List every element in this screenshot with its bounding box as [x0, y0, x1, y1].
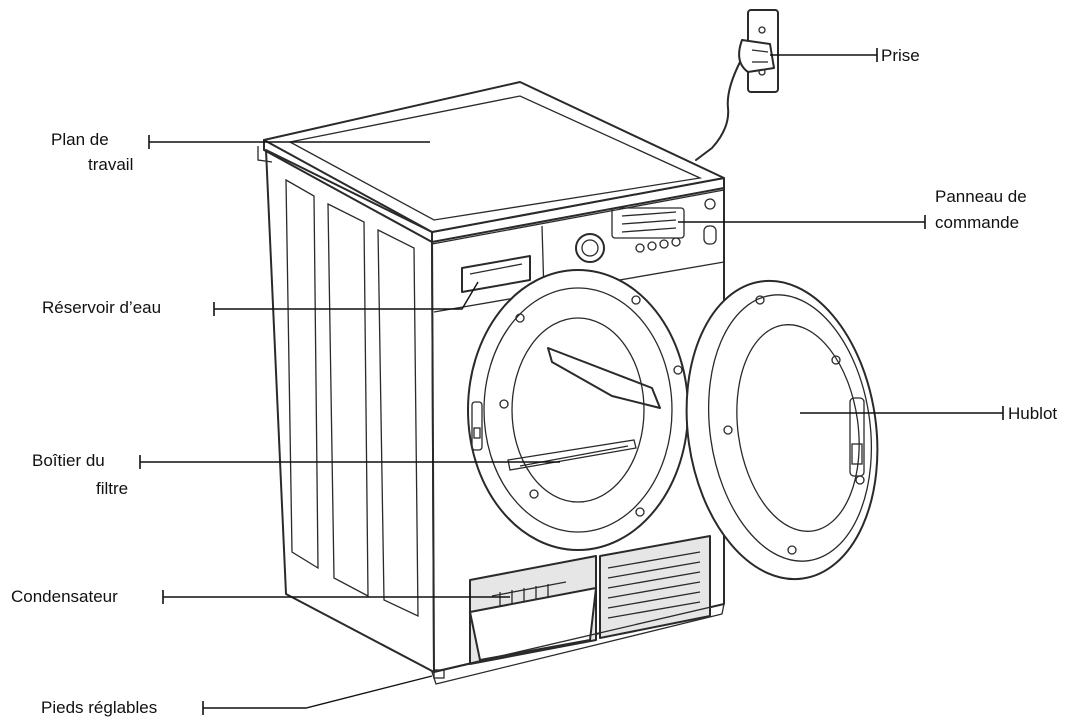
label-boitier-line1: Boîtier du	[32, 451, 105, 470]
leader-panneau	[678, 215, 926, 229]
label-panneau-line1: Panneau de	[935, 187, 1027, 206]
plug	[695, 39, 775, 161]
condenser-area	[431, 535, 725, 685]
label-plan-de-travail-line2: travail	[88, 155, 133, 174]
door-opening	[467, 269, 689, 551]
leader-reservoir	[213, 281, 479, 316]
label-hublot: Hublot	[1008, 404, 1057, 423]
water-tank-drawer	[461, 255, 531, 293]
leader-boitier	[139, 455, 560, 469]
label-pieds-reglables: Pieds réglables	[41, 698, 157, 717]
dryer-illustration	[257, 9, 879, 685]
label-prise: Prise	[881, 46, 920, 65]
leader-pieds	[202, 675, 433, 715]
label-plan-de-travail-line1: Plan de	[51, 130, 109, 149]
leader-lines	[139, 48, 1004, 715]
label-reservoir: Réservoir d’eau	[42, 298, 161, 317]
leader-hublot	[800, 406, 1004, 420]
labels: Prise Plan de travail Panneau de command…	[11, 46, 1057, 717]
leader-condensateur	[162, 590, 510, 604]
label-condensateur: Condensateur	[11, 587, 118, 606]
label-boitier-line2: filtre	[96, 479, 128, 498]
worktop	[257, 81, 725, 243]
leader-plan-de-travail	[148, 135, 430, 149]
label-panneau-line2: commande	[935, 213, 1019, 232]
open-door	[685, 279, 879, 581]
leader-prise	[770, 48, 878, 62]
